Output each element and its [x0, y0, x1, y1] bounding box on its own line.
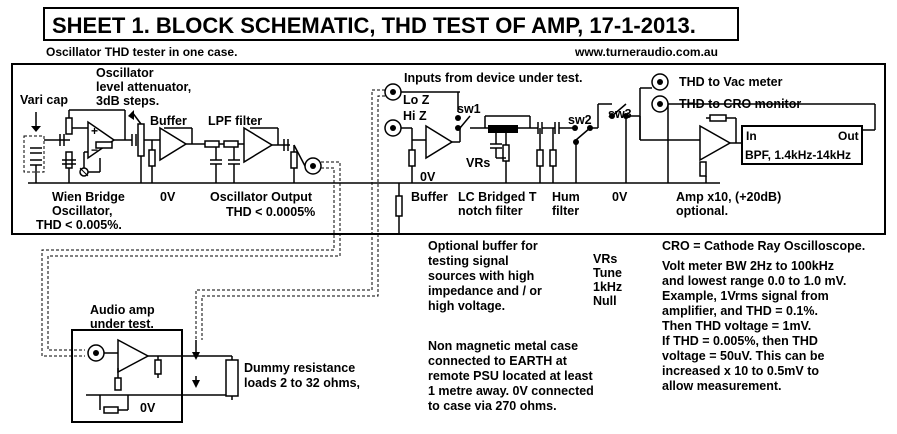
- input-buffer: [412, 92, 471, 160]
- bpf-block: [667, 103, 876, 183]
- osc-atten-label-1: Oscillator: [96, 66, 154, 80]
- osc-atten-label-2: level attenuator,: [96, 80, 191, 94]
- tester-case: [11, 63, 886, 235]
- lo-z-label: Lo Z: [403, 93, 430, 107]
- svg-text:sources with high: sources with high: [428, 269, 534, 283]
- osc-atten-label-3: 3dB steps.: [96, 94, 159, 108]
- hum-label-2: filter: [552, 204, 579, 218]
- svg-text:VRs: VRs: [593, 252, 617, 266]
- svg-text:increased x 10 to 0.5mV to: increased x 10 to 0.5mV to: [662, 364, 819, 378]
- cro-note: CRO = Cathode Ray Oscilloscope. Volt met…: [662, 239, 865, 393]
- vrs-note: VRs Tune 1kHz Null: [593, 252, 622, 308]
- audio-amp-under-test: [71, 329, 183, 423]
- svg-text:Example, 1Vrms signal from: Example, 1Vrms signal from: [662, 289, 829, 303]
- buffer-0v-label: 0V: [420, 170, 436, 184]
- svg-text:connected to EARTH at: connected to EARTH at: [428, 354, 568, 368]
- dummy-label-1: Dummy resistance: [244, 361, 355, 375]
- vrs-label: VRs: [466, 156, 490, 170]
- svg-text:If THD = 0.005%, then THD: If THD = 0.005%, then THD: [662, 334, 818, 348]
- sw2-label: sw2: [568, 113, 592, 127]
- thd-output-sockets: [651, 73, 669, 113]
- svg-text:1 metre away. 0V connected: 1 metre away. 0V connected: [428, 384, 594, 398]
- svg-text:voltage = 50uV. This can be: voltage = 50uV. This can be: [662, 349, 824, 363]
- svg-text:testing signal: testing signal: [428, 254, 509, 268]
- thd-cro-label: THD to CRO monitor: [679, 97, 801, 111]
- svg-text:remote PSU located at least: remote PSU located at least: [428, 369, 593, 383]
- svg-text:Null: Null: [593, 294, 617, 308]
- oscillator-output-socket: [293, 144, 322, 175]
- sw3-label: sw3: [608, 107, 632, 121]
- wien-label-1: Wien Bridge: [52, 190, 125, 204]
- level-attenuator: [125, 110, 152, 183]
- bpf-label: BPF, 1.4kHz-14kHz: [745, 148, 851, 162]
- subtitle: Oscillator THD tester in one case.: [46, 45, 237, 59]
- svg-text:and lowest range 0.0 to 1.0 mV: and lowest range 0.0 to 1.0 mV.: [662, 274, 846, 288]
- amp-label-1: Amp x10, (+20dB): [676, 190, 781, 204]
- lc-label-1: LC Bridged T: [458, 190, 537, 204]
- page-title: SHEET 1. BLOCK SCHEMATIC, THD TEST OF AM…: [52, 13, 696, 38]
- svg-text:amplifier, and THD = 0.1%.: amplifier, and THD = 0.1%.: [662, 304, 818, 318]
- amp-label-2: optional.: [676, 204, 728, 218]
- title-box: [43, 7, 739, 41]
- buffer-note: Optional buffer for testing signal sourc…: [428, 239, 542, 313]
- svg-text:Volt meter BW 2Hz to 100kHz: Volt meter BW 2Hz to 100kHz: [662, 259, 834, 273]
- bpf-out-label: Out: [838, 129, 859, 143]
- website: www.turneraudio.com.au: [574, 45, 718, 59]
- input-sockets: [384, 83, 460, 183]
- svg-text:+: +: [91, 124, 98, 138]
- wien-label-2: Oscillator,: [52, 204, 112, 218]
- lc-notch-filter: [470, 115, 531, 183]
- svg-text:Tune: Tune: [593, 266, 622, 280]
- svg-text:Then THD voltage = 1mV.: Then THD voltage = 1mV.: [662, 319, 811, 333]
- amp-0v-label: 0V: [140, 401, 156, 415]
- hum-label-1: Hum: [552, 190, 580, 204]
- svg-text:high voltage.: high voltage.: [428, 299, 505, 313]
- svg-text:allow measurement.: allow measurement.: [662, 379, 782, 393]
- svg-text:Optional buffer for: Optional buffer for: [428, 239, 538, 253]
- wien-oscillator: + −: [23, 109, 126, 183]
- osc-output-label-2: THD < 0.0005%: [226, 205, 315, 219]
- audio-amp-label-1: Audio amp: [90, 303, 155, 317]
- svg-text:Non magnetic metal case: Non magnetic metal case: [428, 339, 578, 353]
- oscillator-buffer: [148, 126, 198, 183]
- svg-text:−: −: [91, 143, 98, 157]
- lpf-filter: [198, 126, 298, 183]
- svg-text:to case via 270 ohms.: to case via 270 ohms.: [428, 399, 557, 413]
- svg-text:impedance and / or: impedance and / or: [428, 284, 542, 298]
- sw1-label: sw1: [457, 102, 481, 116]
- svg-text:CRO = Cathode Ray Oscilloscope: CRO = Cathode Ray Oscilloscope.: [662, 239, 865, 253]
- coax-cables: [41, 89, 385, 357]
- mid-0v-label: 0V: [612, 190, 628, 204]
- thd-vac-label: THD to Vac meter: [679, 75, 783, 89]
- svg-text:1kHz: 1kHz: [593, 280, 622, 294]
- inputs-label: Inputs from device under test.: [404, 71, 583, 85]
- audio-amp-label-2: under test.: [90, 317, 154, 331]
- vari-cap-label: Vari cap: [20, 93, 68, 107]
- dummy-label-2: loads 2 to 32 ohms,: [244, 376, 360, 390]
- case-note: Non magnetic metal case connected to EAR…: [428, 339, 594, 413]
- buffer-2-label: Buffer: [411, 190, 448, 204]
- buffer-1-label: Buffer: [150, 114, 187, 128]
- hi-z-label: Hi Z: [403, 109, 427, 123]
- lc-label-2: notch filter: [458, 204, 523, 218]
- hum-filter: [530, 122, 593, 183]
- osc-0v-label: 0V: [160, 190, 176, 204]
- lpf-label: LPF filter: [208, 114, 262, 128]
- amplifier-x10: [590, 87, 742, 183]
- osc-output-label-1: Oscillator Output: [210, 190, 313, 204]
- bpf-in-label: In: [746, 129, 757, 143]
- wien-label-3: THD < 0.005%.: [36, 218, 122, 232]
- dummy-load: [182, 340, 239, 400]
